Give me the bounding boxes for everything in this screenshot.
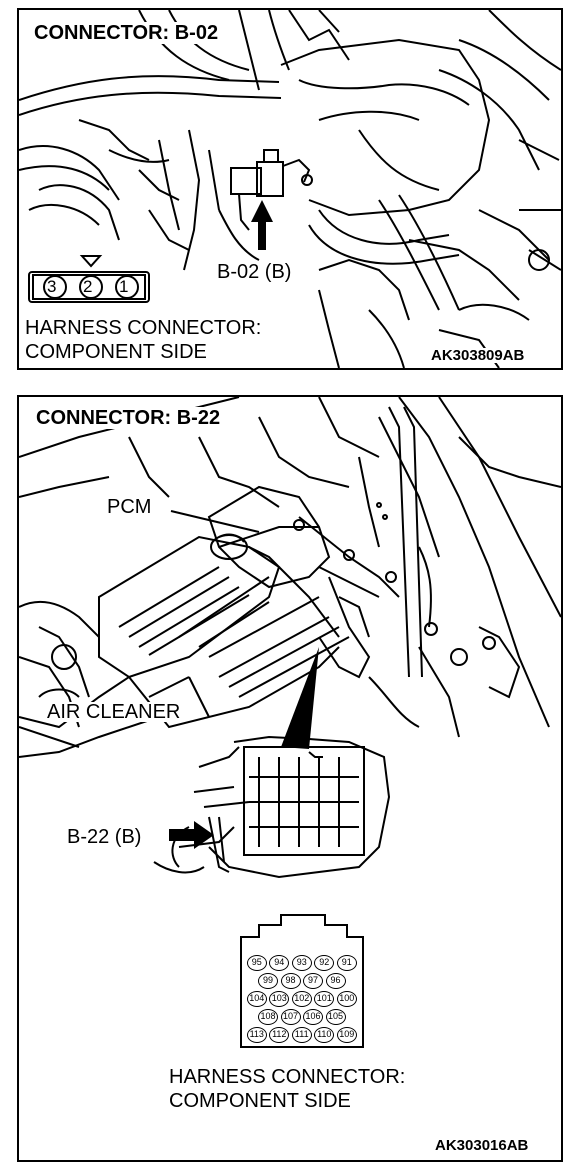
harness-note-line2: COMPONENT SIDE xyxy=(25,341,207,363)
pin-105: 105 xyxy=(325,1009,346,1025)
connector-arrow-label: B-22 (B) xyxy=(67,826,142,848)
pin-91: 91 xyxy=(336,955,357,971)
pin-92: 92 xyxy=(314,955,335,971)
pin-94: 94 xyxy=(269,955,290,971)
pin-100: 100 xyxy=(336,991,357,1007)
pin-95: 95 xyxy=(246,955,267,971)
connector-b22-panel: CONNECTOR: B-22 PCM AIR CLEANER B-22 (B)… xyxy=(17,395,563,1162)
pin-label-3: 3 xyxy=(47,277,57,296)
air-cleaner-label: AIR CLEANER xyxy=(45,701,183,723)
pin-97: 97 xyxy=(303,973,323,989)
figure-code: AK303016AB xyxy=(433,1137,531,1154)
pin-101: 101 xyxy=(314,991,335,1007)
pin-106: 106 xyxy=(303,1009,323,1025)
connector-title: CONNECTOR: B-22 xyxy=(33,407,224,429)
pin-110: 110 xyxy=(314,1027,335,1043)
pin-108: 108 xyxy=(258,1009,278,1025)
connector-b02-panel: CONNECTOR: B-02 B-02 (B) 3 2 1 HARNESS C… xyxy=(17,8,563,370)
engine-bay-illustration-b02 xyxy=(19,10,561,368)
pin-102: 102 xyxy=(291,991,312,1007)
pin-112: 112 xyxy=(269,1027,290,1043)
figure-code: AK303809AB xyxy=(429,347,527,364)
pin-103: 103 xyxy=(269,991,290,1007)
pin-111: 111 xyxy=(291,1027,312,1043)
pin-99: 99 xyxy=(258,973,278,989)
pin-93: 93 xyxy=(291,955,312,971)
pcm-label: PCM xyxy=(105,496,154,518)
harness-note-line2: COMPONENT SIDE xyxy=(169,1090,351,1112)
connector-title: CONNECTOR: B-02 xyxy=(31,22,222,44)
harness-note-line1: HARNESS CONNECTOR: xyxy=(25,317,262,339)
pin-label-1: 1 xyxy=(119,277,129,296)
pin-104: 104 xyxy=(246,991,267,1007)
pin-107: 107 xyxy=(280,1009,301,1025)
pin-label-2: 2 xyxy=(83,277,93,296)
pin-98: 98 xyxy=(280,973,301,989)
pin-96: 96 xyxy=(325,973,346,989)
engine-bay-illustration-b22 xyxy=(19,397,561,1048)
pin-109: 109 xyxy=(336,1027,357,1043)
connector-arrow-label: B-02 (B) xyxy=(215,261,294,283)
harness-note-line1: HARNESS CONNECTOR: xyxy=(169,1066,406,1088)
pin-113: 113 xyxy=(246,1027,267,1043)
